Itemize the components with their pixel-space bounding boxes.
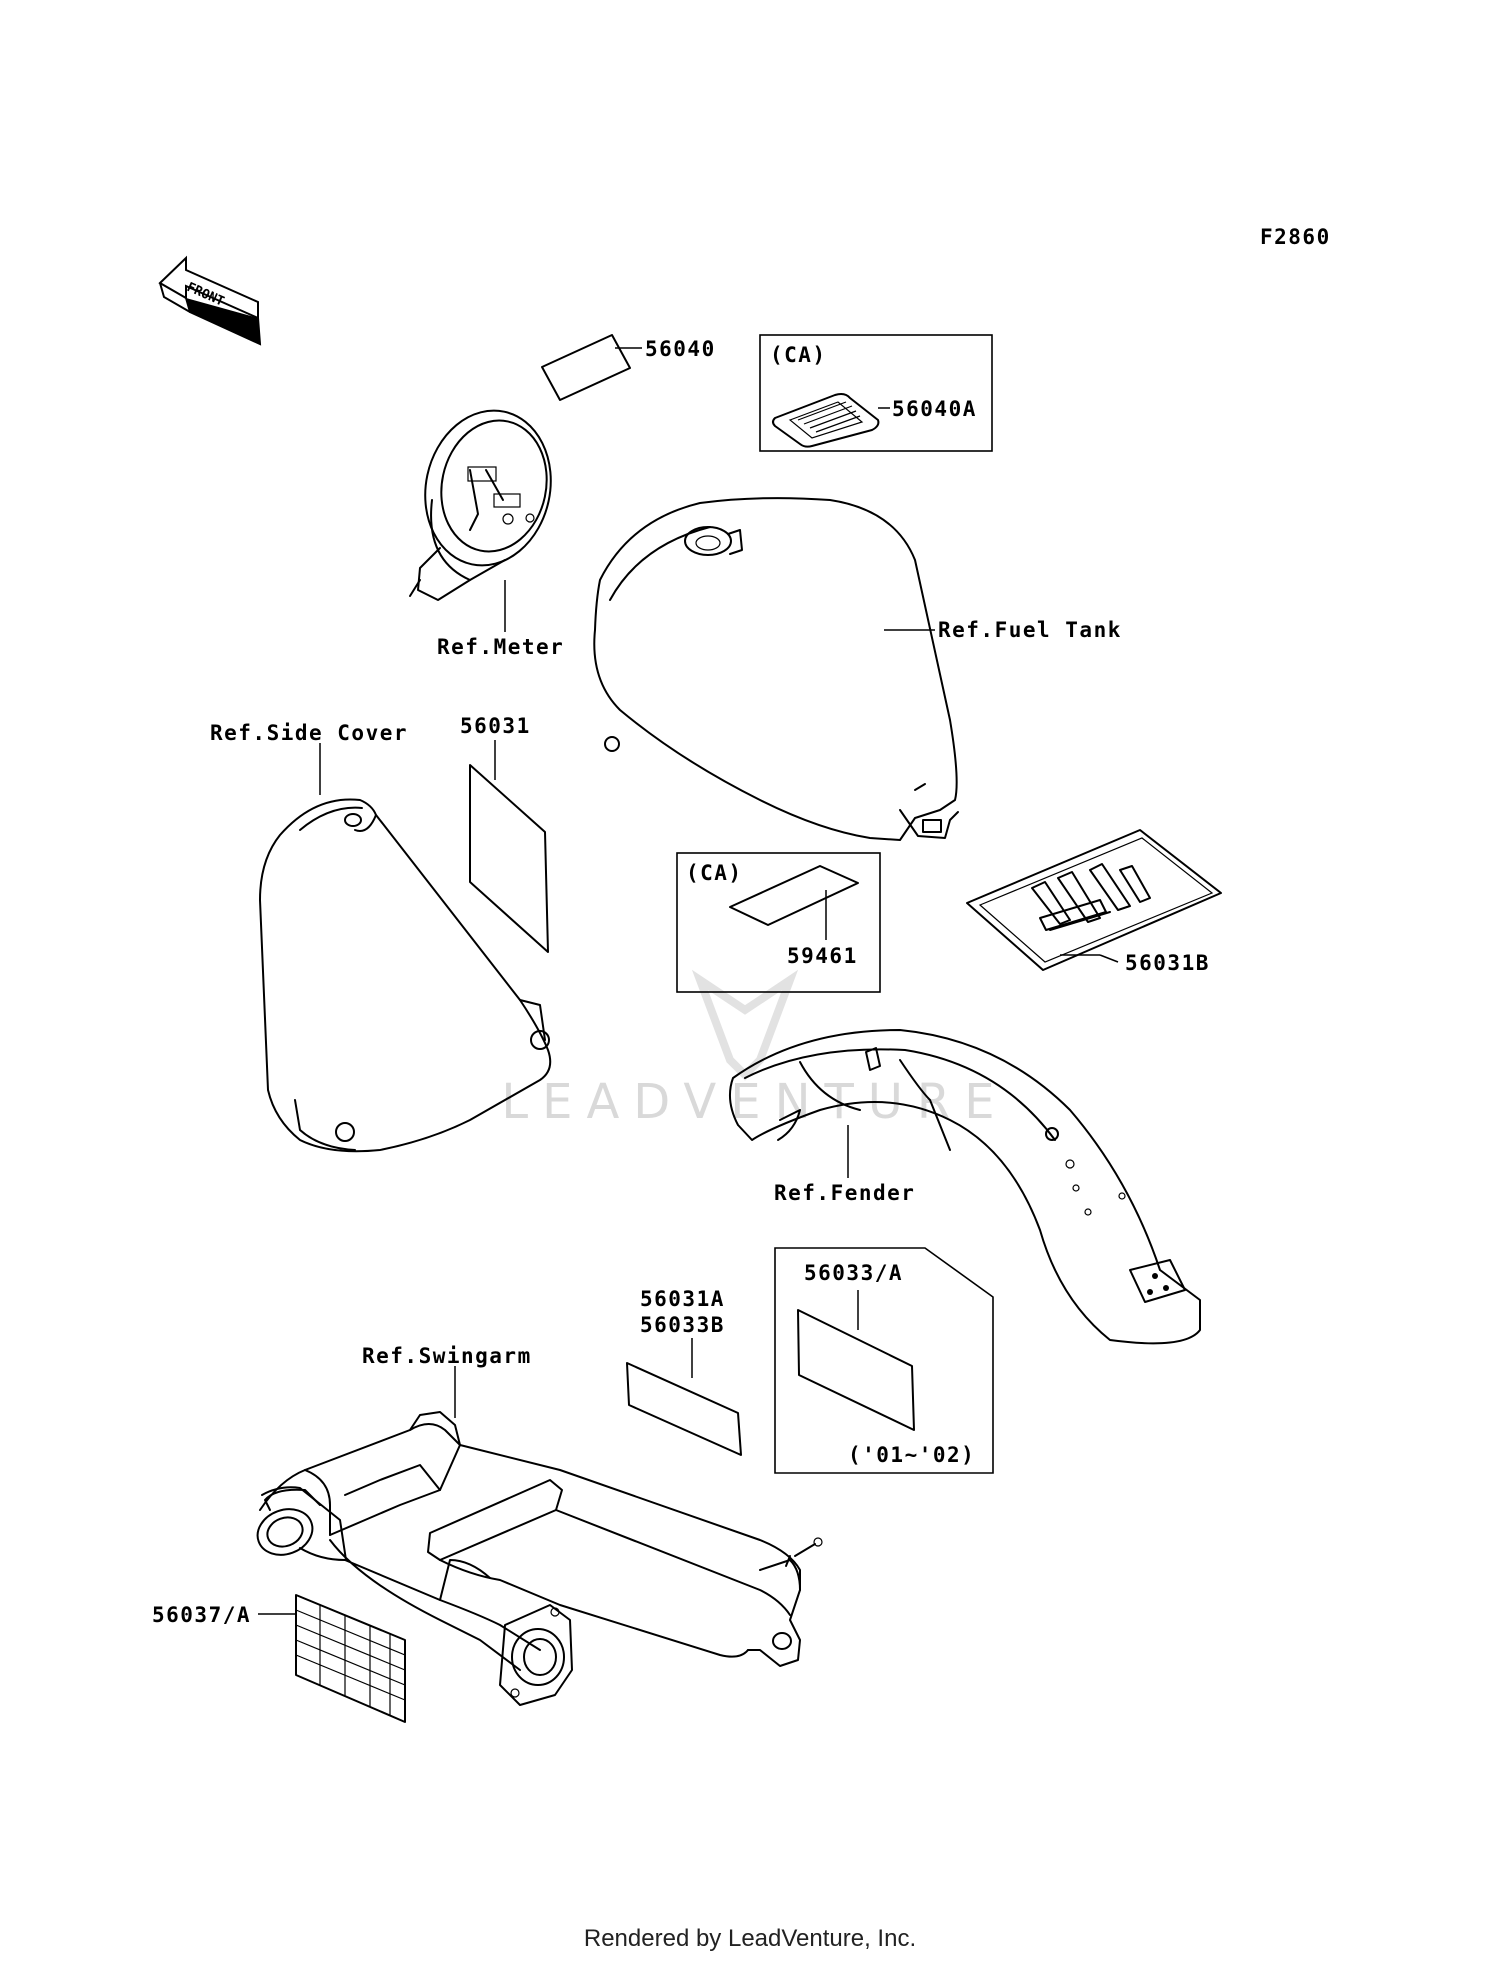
ref-fuel-tank: Ref.Fuel Tank <box>938 618 1122 642</box>
ref-meter: Ref.Meter <box>437 635 564 659</box>
part-56040A: 56040A <box>892 397 977 421</box>
label-56031: 56031 <box>460 714 549 953</box>
ca-box-top: (CA) 56040A <box>759 334 993 452</box>
box-56033A: 56033/A ('01~'02) <box>774 1247 994 1474</box>
part-56033B: 56033B <box>640 1313 725 1337</box>
ref-side-cover: Ref.Side Cover <box>210 721 408 745</box>
footer-credit: Rendered by LeadVenture, Inc. <box>584 1925 916 1952</box>
label-56040: 56040 <box>541 334 716 401</box>
part-56033A: 56033/A <box>804 1261 903 1285</box>
ref-swingarm: Ref.Swingarm <box>362 1344 532 1368</box>
part-56031A: 56031A <box>640 1287 725 1311</box>
part-56031B: 56031B <box>1125 951 1210 975</box>
watermark: LEADVENTURE <box>501 969 1008 1130</box>
part-56037A: 56037/A <box>152 1603 251 1627</box>
ca-top-label: (CA) <box>770 343 827 367</box>
ref-fender: Ref.Fender <box>774 1181 915 1205</box>
fuel-tank-drawing: Ref.Fuel Tank <box>593 497 1122 841</box>
label-56031A-56033B: 56031A 56033B <box>626 1287 742 1456</box>
years-range: ('01~'02) <box>848 1443 975 1467</box>
watermark-text: LEADVENTURE <box>501 1074 1008 1130</box>
front-arrow-icon: FRONT <box>158 255 262 346</box>
part-56040: 56040 <box>645 337 716 361</box>
diagram-code: F2860 <box>1260 225 1331 249</box>
label-56031B: 56031B <box>966 829 1222 975</box>
label-56037A: 56037/A <box>152 1594 406 1723</box>
meter-drawing: Ref.Meter <box>409 409 564 659</box>
ca-box-mid: (CA) 59461 <box>676 852 881 993</box>
ca-mid-label: (CA) <box>686 861 743 885</box>
part-59461: 59461 <box>787 944 858 968</box>
side-cover-drawing: Ref.Side Cover <box>210 721 552 1153</box>
part-56031: 56031 <box>460 714 531 738</box>
swingarm-drawing: Ref.Swingarm <box>256 1344 823 1706</box>
fender-drawing: Ref.Fender <box>728 1029 1201 1345</box>
